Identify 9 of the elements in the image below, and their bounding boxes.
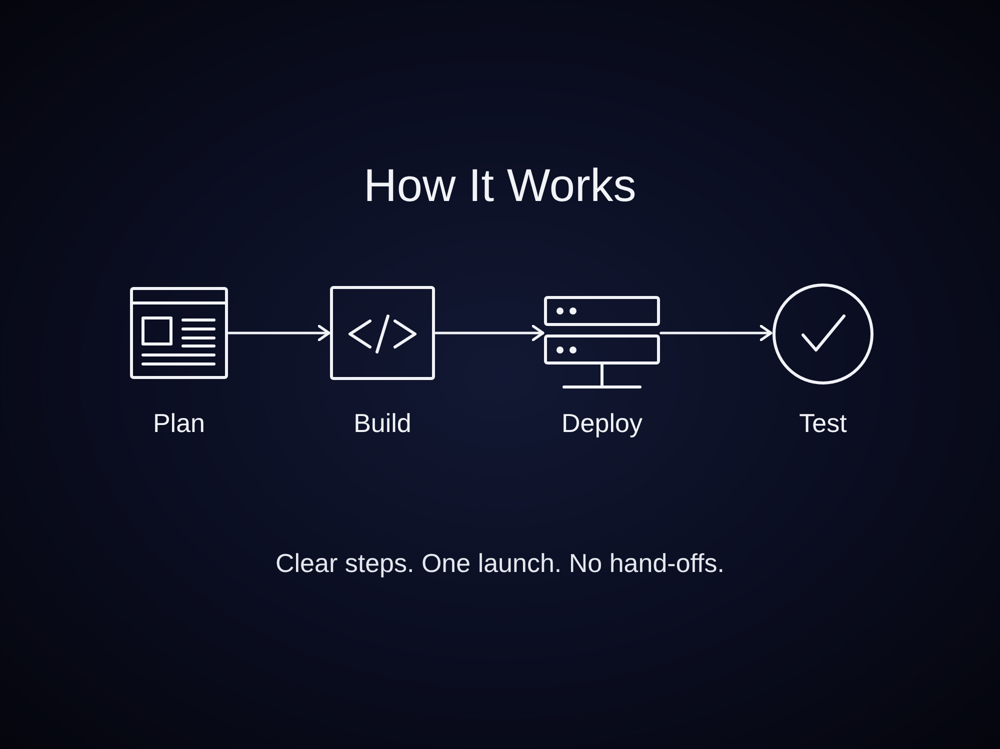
step-label: Plan (152, 408, 206, 439)
title: How It Works (362, 158, 638, 212)
caption: Clear steps. One launch. No hand-offs. (274, 548, 726, 579)
arrow (660, 324, 772, 342)
arrow (228, 324, 330, 342)
arrow (434, 324, 544, 342)
step-label: Build (354, 408, 412, 439)
step-label: Deploy (562, 408, 642, 439)
step-label: Test (799, 408, 847, 439)
